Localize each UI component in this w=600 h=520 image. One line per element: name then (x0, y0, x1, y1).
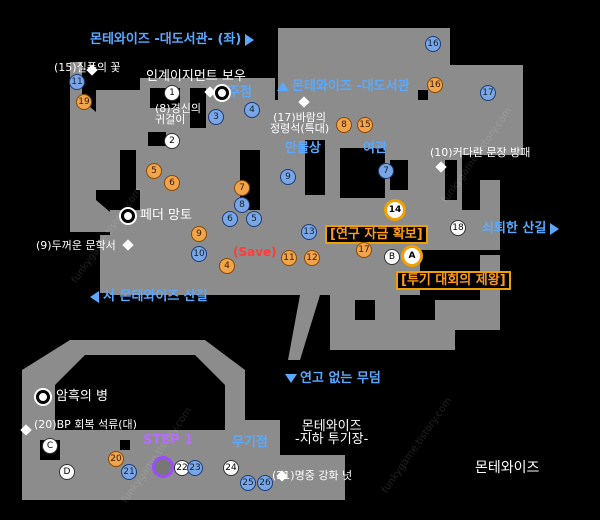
marker-5b[interactable]: 5 (246, 211, 262, 227)
east-road (400, 180, 500, 295)
marker-7[interactable]: 7 (234, 180, 250, 196)
key-item-ring[interactable] (121, 209, 135, 223)
marker-4[interactable]: 4 (244, 102, 260, 118)
marker-2[interactable]: 2 (164, 133, 180, 149)
marker-20[interactable]: 20 (108, 451, 124, 467)
item-label-8: (8)경신의 귀걸이 (155, 102, 201, 126)
marker-13[interactable]: 13 (301, 224, 317, 240)
marker-6b[interactable]: 6 (222, 211, 238, 227)
marker-24[interactable]: 24 (223, 460, 239, 476)
quest-research: [연구 자금 확보] (325, 225, 428, 244)
marker-6[interactable]: 6 (164, 175, 180, 191)
item-label-21: (21)명중 강화 넛 (272, 469, 353, 482)
marker-11b[interactable]: 11 (69, 74, 85, 90)
arena-right (275, 455, 345, 500)
marker-18[interactable]: 18 (450, 220, 466, 236)
exit-south[interactable]: 연고 없는 무덤 (285, 372, 381, 385)
marker-15b[interactable]: 15 (357, 117, 373, 133)
marker-23[interactable]: 23 (187, 460, 203, 476)
exit-library-right[interactable]: 몬테와이즈 -대도서관 (277, 80, 410, 93)
save-point[interactable]: (Save) (233, 245, 277, 259)
marker-17b[interactable]: 17 (356, 242, 372, 258)
marker-9[interactable]: 9 (191, 226, 207, 242)
area-name: 몬테와이즈 (475, 460, 540, 476)
marker-8c[interactable]: 8 (336, 117, 352, 133)
exit-east[interactable]: 쇠퇴한 산길 (482, 222, 560, 235)
inn-label[interactable]: 여관 (363, 141, 387, 156)
south-path (288, 295, 320, 360)
arena-label: 몬테와이즈 -지하 투기장- (295, 419, 369, 447)
marker-C[interactable]: C (42, 438, 58, 454)
shop-label: 인계이지먼트 보우 (146, 69, 246, 84)
item-label-17: (17)바람의 정령석(특대) (270, 111, 330, 135)
item-label-20: (20)BP 회복 석류(대) (34, 418, 137, 431)
general-store-label[interactable]: 만물상 (285, 141, 321, 156)
feather-cloak-label: 페더 망토 (140, 208, 192, 223)
exit-west[interactable]: 서 몬테와이즈 산길 (90, 290, 208, 303)
marker-9b[interactable]: 9 (280, 169, 296, 185)
marker-21[interactable]: 21 (121, 464, 137, 480)
marker-5[interactable]: 5 (146, 163, 162, 179)
marker-26[interactable]: 26 (257, 475, 273, 491)
key-item-ring[interactable] (36, 390, 50, 404)
key-item-ring[interactable] (215, 86, 229, 100)
item-label-10: (10)커다란 문장 방패 (430, 146, 531, 159)
southeast-block (330, 255, 500, 350)
marker-7b[interactable]: 7 (378, 163, 394, 179)
marker-10[interactable]: 10 (191, 246, 207, 262)
marker-17[interactable]: 17 (480, 85, 496, 101)
marker-16b[interactable]: 16 (427, 77, 443, 93)
marker-14[interactable]: 14 (384, 199, 406, 221)
marker-25[interactable]: 25 (240, 475, 256, 491)
item-label-9: (9)두꺼운 문학서 (36, 239, 116, 252)
marker-16[interactable]: 16 (425, 36, 441, 52)
marker-B[interactable]: B (384, 249, 400, 265)
step1-label: STEP 1 (143, 433, 194, 448)
marker-19[interactable]: 19 (76, 94, 92, 110)
marker-3[interactable]: 3 (208, 109, 224, 125)
step1-marker[interactable] (152, 456, 174, 478)
quest-arena: [투기 대회의 제왕] (396, 271, 511, 290)
exit-library-left[interactable]: 몬테와이즈 -대도서관- (좌) (90, 33, 255, 46)
dark-bottle-label: 암흑의 병 (56, 389, 108, 404)
marker-D[interactable]: D (59, 464, 75, 480)
marker-12[interactable]: 12 (304, 250, 320, 266)
marker-1[interactable]: 1 (164, 85, 180, 101)
weapon-shop-label[interactable]: 무기점 (232, 435, 268, 450)
marker-4b[interactable]: 4 (219, 258, 235, 274)
marker-11[interactable]: 11 (281, 250, 297, 266)
tavern-label[interactable]: 주점 (228, 85, 252, 100)
marker-8[interactable]: 8 (234, 197, 250, 213)
marker-A[interactable]: A (401, 245, 423, 267)
